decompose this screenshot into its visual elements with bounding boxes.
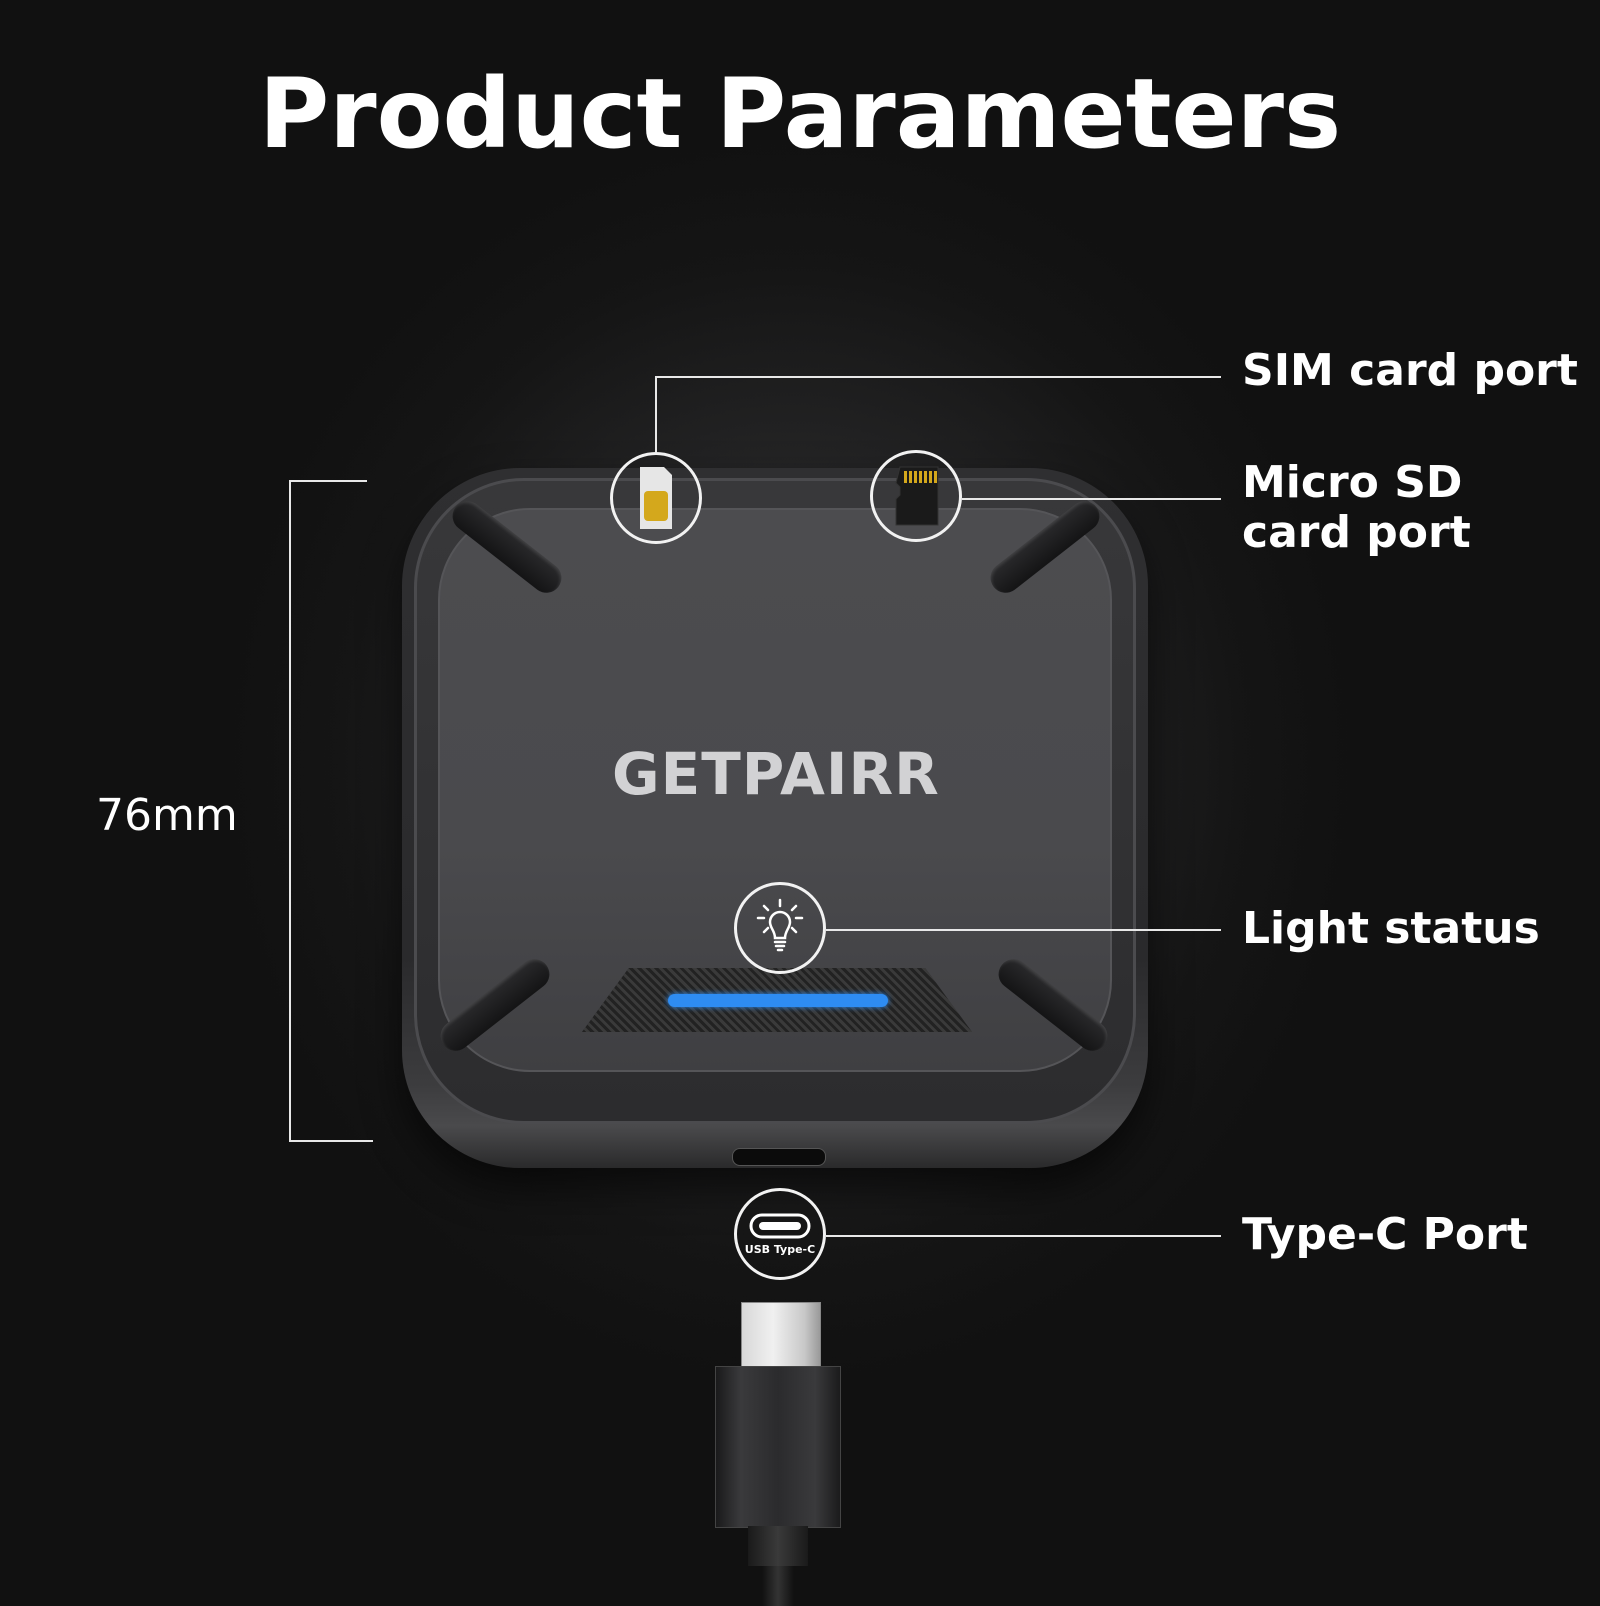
dimension-label: 76mm [96,790,238,841]
sim-icon-circle [610,452,702,544]
dimension-bracket-vertical [289,480,291,1142]
usb-c-plug-housing [715,1366,841,1528]
sim-leader-horizontal [655,376,1221,378]
light-bulb-icon [756,898,804,952]
micro-sd-icon [895,466,939,526]
usb-c-slot [732,1148,826,1166]
usb-type-c-icon-circle: USB Type-C [734,1188,826,1280]
type-c-port-label: Type-C Port [1242,1209,1528,1260]
light-leader [826,929,1221,931]
usb-c-plug-metal [741,1302,821,1368]
micro-sd-leader [962,498,1221,500]
device-body [402,468,1148,1168]
micro-sd-label-line2: card port [1242,507,1471,558]
cable [762,1566,794,1606]
dimension-bracket-bottom [289,1140,373,1142]
status-led-bar [668,994,888,1007]
sim-card-icon [640,467,672,529]
usb-type-c-caption: USB Type-C [744,1242,816,1256]
micro-sd-icon-circle [870,450,962,542]
dimension-bracket-top [289,480,367,482]
micro-sd-port-label: Micro SD card port [1242,458,1471,558]
cable-strain-relief [748,1526,808,1566]
light-icon-circle [734,882,826,974]
light-status-label: Light status [1242,903,1540,954]
brand-logo: GETPAIRR [612,740,940,808]
sim-leader-vertical [655,376,657,452]
micro-sd-label-line1: Micro SD [1242,457,1463,508]
typec-leader [826,1235,1221,1237]
usb-type-c-icon [749,1213,811,1238]
sim-card-port-label: SIM card port [1242,345,1578,396]
page-title: Product Parameters [258,58,1342,170]
